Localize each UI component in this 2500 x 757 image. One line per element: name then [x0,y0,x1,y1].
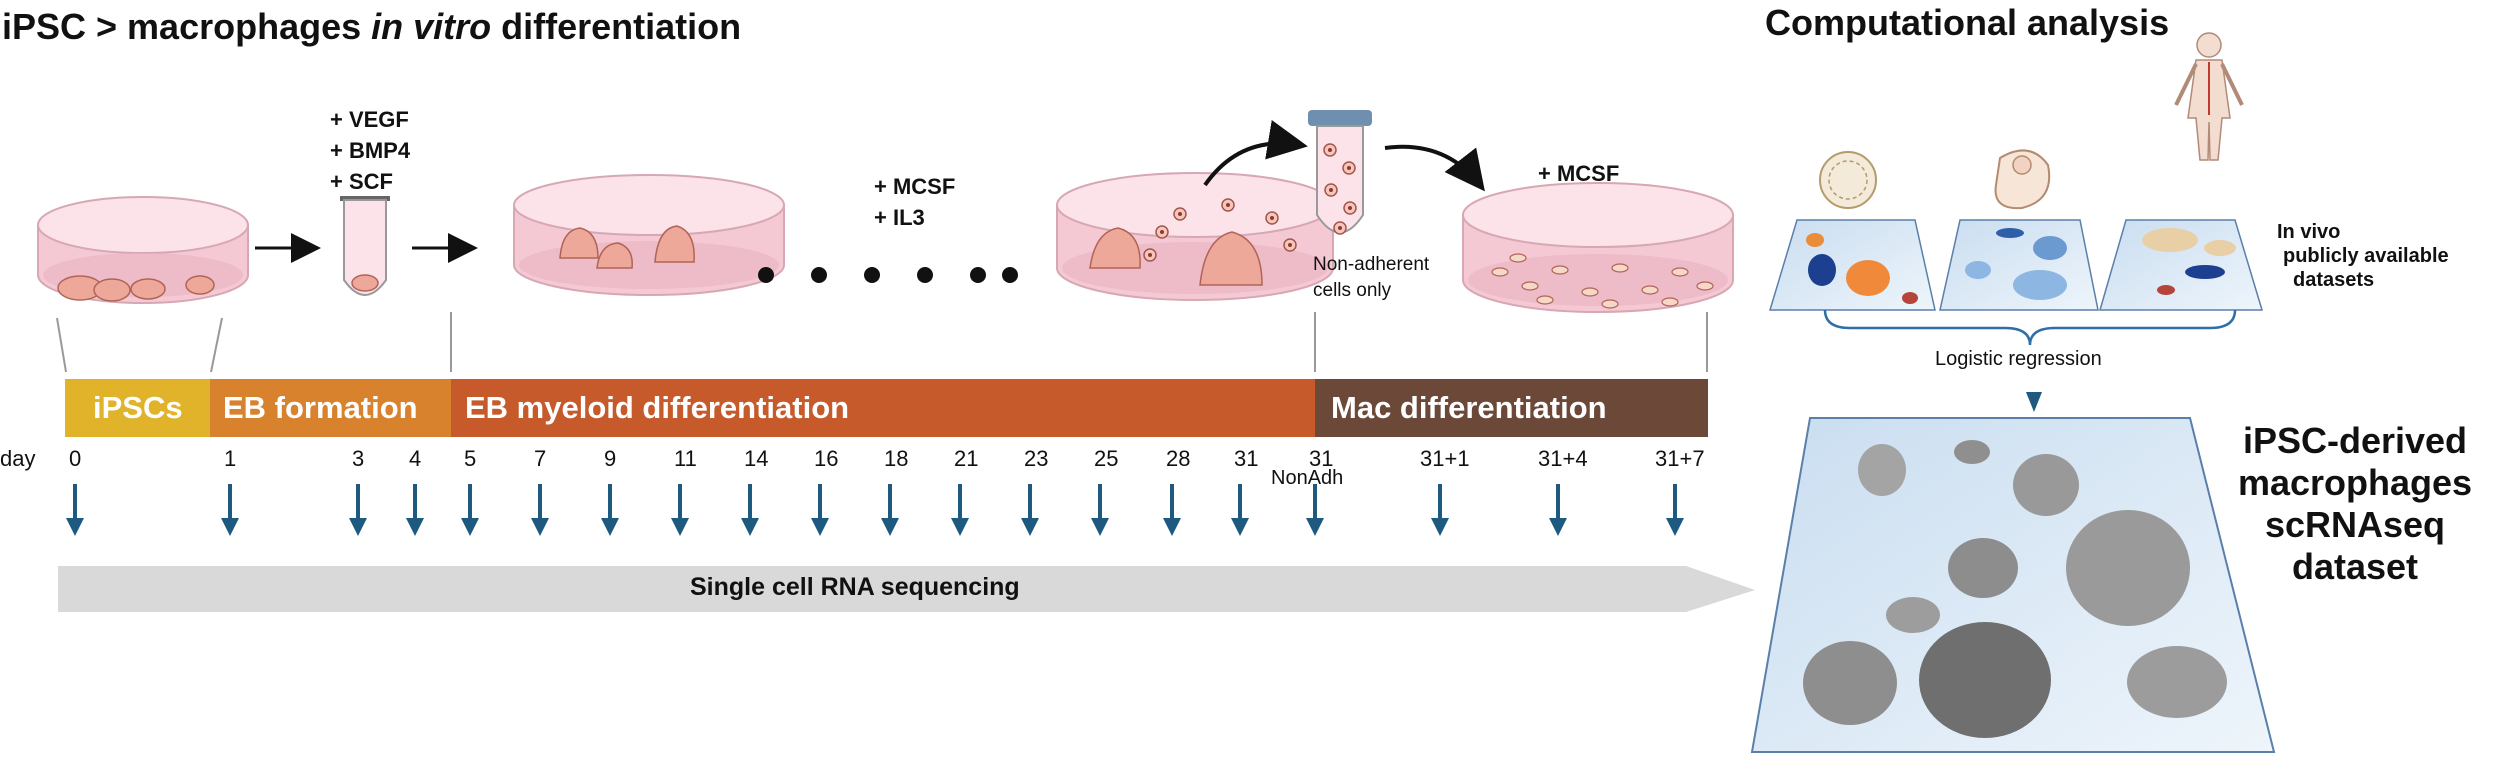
eb-tube [340,196,390,296]
invivo-panel-3 [2099,219,2264,311]
nonadherent-label: Non-adherent cells only [1313,254,1430,301]
day-tick-label: 9 [604,446,617,471]
factor-group-1: + VEGF + BMP4 + SCF [330,107,411,194]
factor-mcsf: + MCSF [1538,161,1620,186]
sampling-arrow [1304,482,1326,538]
stage-eb-myeloid: EB myeloid differentiation [451,379,1315,437]
sampling-arrow [529,482,551,538]
sampling-arrow [1664,482,1686,538]
logistic-regression-label: Logistic regression [1935,348,2102,370]
dish-macrophage [1462,182,1734,313]
day-tick-label: 0 [69,446,82,471]
brace [1823,309,2237,346]
sampling-arrow [1161,482,1183,538]
dataset-label: iPSC-derived macrophages scRNAseq datase… [2237,420,2473,587]
stage-ipsc: iPSCs [65,379,210,437]
dish-eb [513,174,785,296]
sampling-arrow [1429,482,1451,538]
embryo-icon [1994,149,2051,210]
day-tick-label: 16 [814,446,839,471]
day-tick-label: 7 [534,446,547,471]
sampling-arrow [669,482,691,538]
day-tick-label: 11 [674,446,697,471]
sampling-arrow [1019,482,1041,538]
sampling-arrow [879,482,901,538]
sampling-arrow [739,482,761,538]
sampling-arrow [809,482,831,538]
dataset-panel [1750,417,2276,753]
day-tick-label: 31+7 [1655,446,1705,471]
triangle-down [2026,392,2042,412]
sampling-arrow [459,482,481,538]
invivo-panel-1 [1768,219,1936,311]
day-tick-label: 3 [352,446,365,471]
day-tick-label: 31 [1234,446,1259,471]
dish-ipsc [37,196,249,304]
ellipsis-dots [758,267,1018,283]
stage-mac-differentiation: Mac differentiation [1315,379,1708,437]
invivo-label: In vivo publicly available datasets [2277,221,2449,291]
sampling-arrow [219,482,241,538]
blastocyst-icon [1819,151,1877,209]
sampling-arrow [347,482,369,538]
day-tick-label: 23 [1024,446,1049,471]
nonadherent-tube [1308,110,1372,235]
sampling-arrow [1229,482,1251,538]
left-title: iPSC > macrophages in vitro differentiat… [2,6,742,47]
sampling-arrow [1547,482,1569,538]
sampling-arrow [64,482,86,538]
arrow-from-tube [1384,144,1485,192]
day-tick-label: 25 [1094,446,1119,471]
day-tick-label: 5 [464,446,477,471]
day-label: day [0,446,36,471]
day-tick-label: 18 [884,446,909,471]
day-tick-label: 4 [409,446,422,471]
day-tick-label: 31+1 [1420,446,1470,471]
sampling-arrow [404,482,426,538]
day-tick-label: 31+4 [1538,446,1588,471]
factor-group-2: + MCSF + IL3 [874,174,956,230]
sampling-arrow [1089,482,1111,538]
sequencing-label: Single cell RNA sequencing [690,573,1020,601]
sampling-arrow [949,482,971,538]
timeline-connectors [56,312,1708,373]
day-tick-label: 21 [954,446,979,471]
dish-myeloid [1056,172,1334,301]
sampling-arrow [599,482,621,538]
invivo-panel-2 [1939,219,2099,311]
day-tick-label: 31 [1309,446,1334,471]
sequencing-arrow [58,566,1755,612]
day-tick-label: 28 [1166,446,1191,471]
arrow-to-tube [1203,120,1308,187]
stage-bar: iPSCs EB formation EB myeloid differenti… [65,379,1708,437]
nonadh-label: NonAdh [1271,467,1344,489]
day-tick-label: 14 [744,446,769,471]
day-tick-label: 1 [224,446,237,471]
human-body-icon [2174,32,2244,161]
right-title: Computational analysis [1765,2,2170,43]
stage-eb-formation: EB formation [210,379,451,437]
